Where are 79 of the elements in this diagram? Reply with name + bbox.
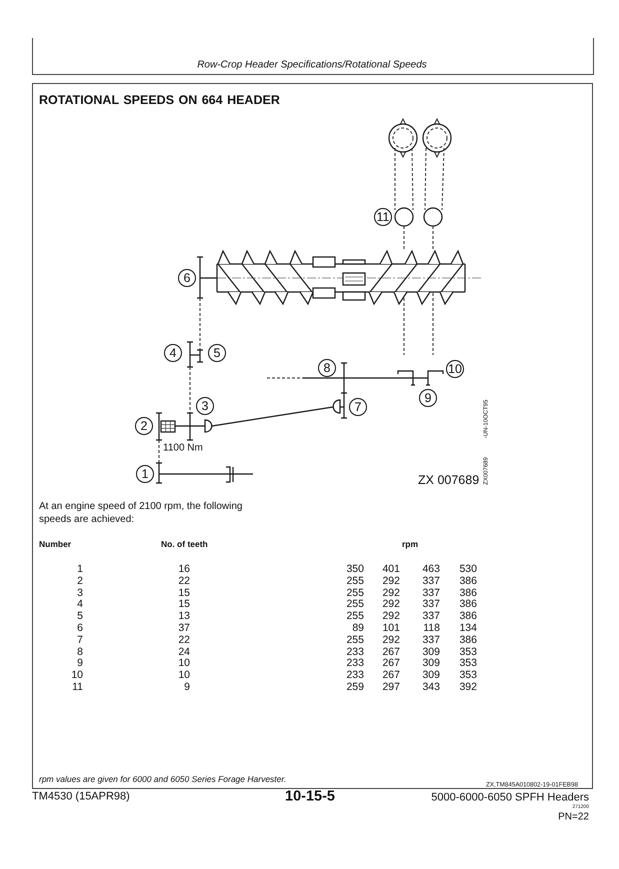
rpm-value: 386 [459, 586, 477, 599]
teeth-count: 10 [178, 657, 190, 670]
row-number: 7 [77, 634, 83, 646]
rpm-value: 386 [459, 598, 477, 610]
teeth-count: 13 [178, 610, 190, 622]
rpm-value: 292 [382, 634, 400, 646]
manual-title: 5000-6000-6050 SPFH Headers [431, 792, 589, 804]
rpm-value: 134 [459, 622, 477, 634]
callout-number: 1 [136, 465, 154, 483]
rpm-value: 337 [422, 586, 440, 599]
row-number: 11 [72, 680, 83, 694]
rpm-value: 350 [346, 562, 364, 576]
manual-number: TM4530 (15APR98) [32, 790, 130, 804]
teeth-count: 22 [178, 634, 190, 646]
row-number: 6 [77, 622, 83, 634]
rpm-value: 353 [459, 669, 477, 682]
rpm-value: 353 [459, 657, 477, 670]
rpm-value: 255 [346, 634, 364, 646]
rpm-value: 255 [346, 574, 364, 587]
rpm-value: 259 [346, 680, 364, 694]
teeth-count: 15 [178, 598, 190, 610]
rpm-value: 392 [459, 680, 477, 694]
teeth-count: 22 [178, 574, 190, 587]
column-header: rpm [402, 540, 418, 550]
rpm-value: 101 [382, 622, 400, 634]
teeth-count: 15 [178, 586, 190, 599]
row-number: 4 [77, 598, 83, 610]
rpm-value: 292 [382, 586, 400, 599]
teeth-count: 9 [184, 680, 190, 694]
teeth-count: 37 [178, 622, 190, 634]
rpm-value: 337 [422, 610, 440, 622]
row-number: 2 [77, 574, 83, 587]
row-number: 9 [77, 657, 83, 670]
page-id: PN=22 [558, 811, 589, 823]
teeth-count: 24 [178, 646, 190, 658]
rpm-value: 255 [346, 598, 364, 610]
rpm-value: 233 [346, 657, 364, 670]
row-number: 3 [77, 586, 83, 599]
row-number: 5 [77, 610, 83, 622]
rpm-value: 297 [382, 680, 400, 694]
rpm-value: 309 [422, 646, 440, 658]
rpm-value: 386 [459, 634, 477, 646]
rpm-value: 337 [422, 634, 440, 646]
page-title: ROTATIONAL SPEEDS ON 664 HEADER [39, 92, 280, 108]
rpm-value: 267 [382, 657, 400, 670]
rpm-value: 309 [422, 657, 440, 670]
footnote: rpm values are given for 6000 and 6050 Series Forage Harvester. [39, 775, 286, 785]
rpm-value: 343 [422, 680, 440, 694]
rpm-value: 255 [346, 610, 364, 622]
rpm-value: 267 [382, 669, 400, 682]
rpm-value: 530 [459, 562, 477, 576]
teeth-count: 16 [178, 562, 190, 576]
row-number: 10 [71, 669, 83, 682]
intro-text: At an engine speed of 2100 rpm, the following speeds are achieved: [39, 500, 244, 526]
callout-number: 2 [135, 417, 153, 435]
row-number: 8 [77, 646, 83, 658]
rpm-value: 118 [423, 622, 440, 634]
rpm-value: 89 [352, 622, 364, 634]
rpm-value: 353 [459, 646, 477, 658]
running-header: Row-Crop Header Specifications/Rotational Speeds [197, 59, 427, 71]
rpm-value: 233 [346, 669, 364, 682]
rpm-value: 386 [459, 574, 477, 587]
rpm-value: 233 [346, 646, 364, 658]
rpm-value: 292 [382, 574, 400, 587]
column-header: Number [39, 540, 72, 550]
rpm-value: 292 [382, 610, 400, 622]
rpm-value: 267 [382, 646, 400, 658]
rpm-value: 463 [422, 562, 440, 576]
rpm-value: 309 [422, 669, 440, 682]
rpm-value: 292 [382, 598, 400, 610]
rpm-value: 386 [459, 610, 477, 622]
rpm-value: 255 [346, 586, 364, 599]
rpm-value: 337 [422, 598, 440, 610]
page-number: 10-15-5 [285, 788, 335, 806]
teeth-count: 10 [178, 669, 190, 682]
rpm-value: 337 [422, 574, 440, 587]
rpm-value: 401 [382, 562, 400, 576]
row-number: 1 [77, 562, 83, 576]
column-header: No. of teeth [161, 540, 208, 550]
